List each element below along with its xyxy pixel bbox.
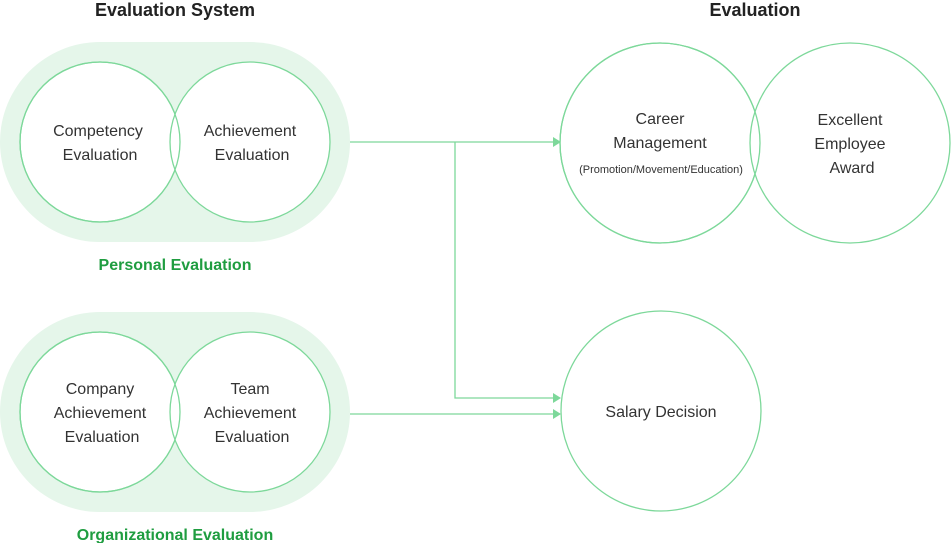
achievement-label-2: Evaluation (215, 147, 290, 164)
arrow-head-icon (553, 409, 561, 419)
award-label-2: Employee (814, 136, 885, 153)
salary-decision-circle (560, 310, 762, 512)
career-label-2: Management (613, 135, 707, 152)
salary-decision-label: Salary Decision (605, 404, 716, 421)
achievement-label-1: Achievement (204, 123, 297, 140)
achievement-circle (169, 61, 331, 223)
arrow-head-icon (553, 137, 561, 147)
company-label-2: Achievement (54, 405, 147, 422)
competency-label-2: Evaluation (63, 147, 138, 164)
career-note: (Promotion/Movement/Education) (579, 164, 743, 176)
competency-circle (19, 61, 181, 223)
heading-evaluation: Evaluation (709, 0, 800, 20)
outcomes: Career Management (Promotion/Movement/Ed… (559, 42, 951, 512)
organizational-evaluation-group: Company Achievement Evaluation Team Achi… (0, 312, 350, 543)
company-label-1: Company (66, 381, 134, 398)
award-label-1: Excellent (818, 112, 883, 129)
organizational-evaluation-label: Organizational Evaluation (77, 527, 273, 543)
excellent-employee-award-circle (749, 42, 951, 244)
connectors (350, 137, 561, 419)
team-label-2: Achievement (204, 405, 297, 422)
team-label-1: Team (230, 381, 269, 398)
team-achievement-circle (169, 331, 331, 493)
team-label-3: Evaluation (215, 429, 290, 446)
arrow-head-icon (553, 393, 561, 403)
company-label-3: Evaluation (65, 429, 140, 446)
connector-personal-salary (454, 142, 553, 399)
competency-label-1: Competency (53, 123, 143, 140)
personal-evaluation-group: Competency Evaluation Achievement Evalua… (0, 42, 350, 274)
award-label-3: Award (829, 160, 874, 177)
heading-evaluation-system: Evaluation System (95, 0, 255, 20)
career-label-1: Career (636, 111, 686, 128)
personal-evaluation-label: Personal Evaluation (99, 257, 252, 274)
